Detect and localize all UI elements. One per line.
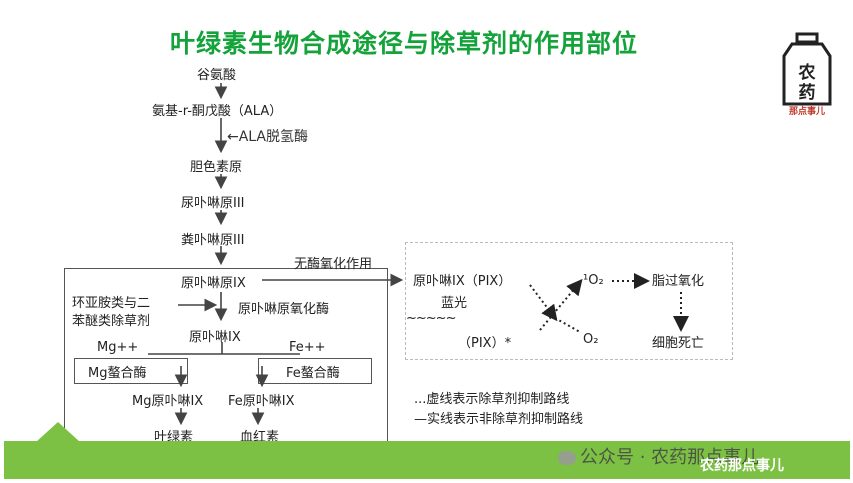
label-ppo: 原卟啉原氧化酶 — [238, 302, 330, 317]
svg-text:农: 农 — [798, 62, 816, 83]
node-mg-proto: Mg原卟啉IX — [132, 394, 204, 409]
wechat-icon — [558, 451, 576, 465]
logo-caption: 那点事儿 — [788, 107, 825, 117]
label-nonenzyme: 无酶氧化作用 — [294, 257, 373, 272]
node-protogen: 原卟啉原IX — [181, 276, 246, 291]
dash-pix-cross — [529, 284, 558, 322]
node-fe-proto: Fe原卟啉IX — [228, 394, 295, 409]
label-ala-enzyme: ←ALA脱氢酶 — [227, 129, 309, 145]
label-herbicide-1: 环亚胺类与二 — [72, 296, 151, 311]
banner-text: 农药那点事儿 — [700, 458, 784, 474]
node-cell-death: 细胞死亡 — [652, 336, 705, 351]
dash-star-singlet — [539, 278, 583, 331]
node-pix: 原卟啉IX（PIX） — [413, 274, 512, 289]
label-blue-light: 蓝光 — [441, 296, 468, 311]
band-notch — [36, 422, 80, 442]
label-mg-ion: Mg++ — [97, 340, 139, 355]
node-uro: 尿卟啉原III — [181, 196, 245, 211]
fe-chelatase-box — [258, 358, 372, 384]
wechat-watermark: 公众号 · 农药那点事儿 — [558, 443, 759, 469]
page-title: 叶绿素生物合成途径与除草剂的作用部位 — [170, 29, 639, 58]
node-proto: 原卟啉IX — [189, 330, 241, 345]
svg-text:药: 药 — [799, 82, 816, 103]
label-mg-chelatase: Mg螯合酶 — [88, 366, 147, 381]
node-singlet-oxygen: ¹O₂ — [583, 273, 604, 288]
node-lipid-peroxidation: 脂过氧化 — [652, 274, 705, 289]
node-copro: 粪卟啉原III — [181, 233, 245, 248]
mg-chelatase-box — [74, 358, 188, 384]
node-bilin: 胆色素原 — [190, 160, 243, 175]
label-fe-chelatase: Fe螯合酶 — [286, 366, 340, 381]
node-pix-star: （PIX）* — [458, 336, 512, 351]
label-herbicide-2: 苯醚类除草剂 — [72, 314, 151, 329]
bottom-band — [4, 441, 850, 479]
legend-solid: —实线表示非除草剂抑制路线 — [414, 412, 584, 427]
node-o2: O₂ — [583, 332, 599, 347]
node-glutamate: 谷氨酸 — [197, 68, 237, 83]
legend-dashed: ...虚线表示除草剂抑制路线 — [414, 392, 570, 407]
dash-cross-o2 — [554, 317, 581, 333]
light-wave: ~~~~~ — [406, 311, 456, 326]
label-fe-ion: Fe++ — [289, 340, 326, 355]
node-ala: 氨基-r-酮戊酸（ALA） — [152, 104, 283, 119]
oxidation-box — [405, 242, 733, 360]
nongyao-logo: 农 药 — [778, 32, 836, 120]
